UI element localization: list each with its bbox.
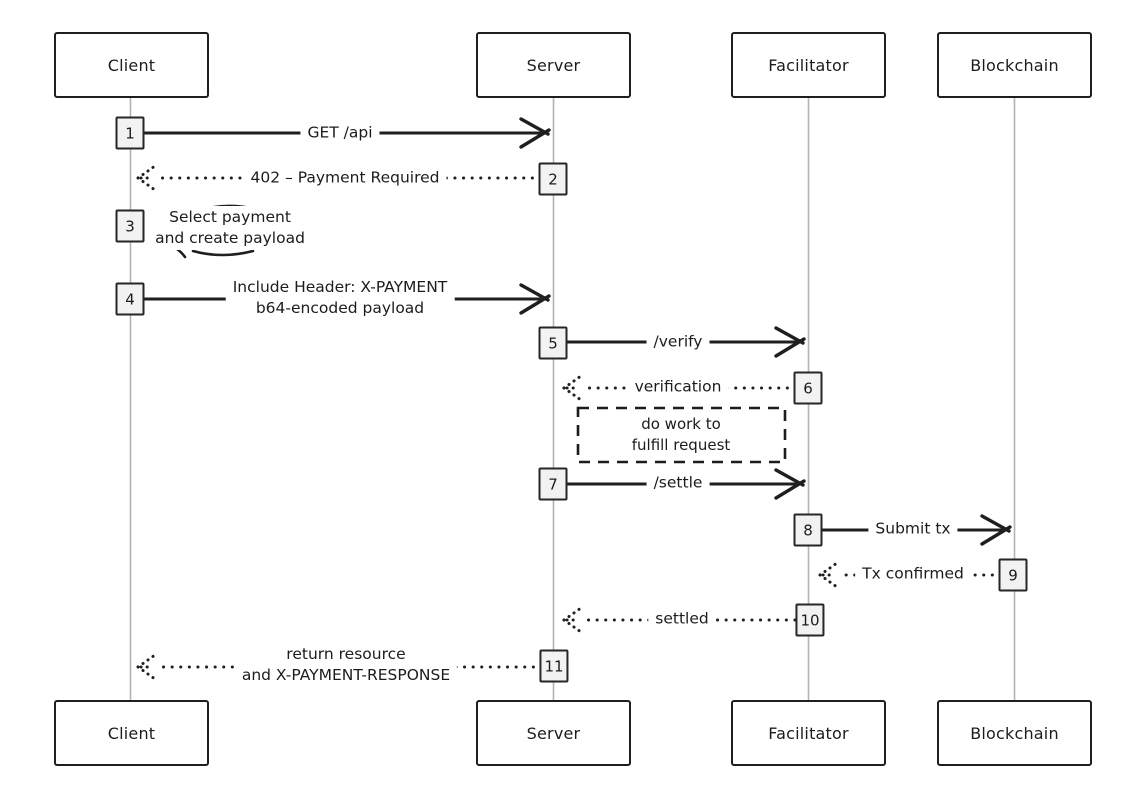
actor-label: Blockchain [970,723,1059,743]
arrowhead-402 [136,164,157,192]
message-label-settled: settled [648,607,716,631]
self-loop-bottom-arc [191,249,255,257]
seq-badge-4: 4 [115,282,145,316]
seq-badge-7: 7 [538,467,568,501]
message-label-verify: /verify [646,330,710,354]
actor-label: Client [107,723,156,743]
actor-label: Server [526,723,581,743]
message-label-tx-confirmed: Tx confirmed [855,562,971,586]
arrowhead-tx-confirmed [818,561,839,589]
arrowhead-settle [774,468,806,500]
seq-badge-9: 9 [998,558,1028,592]
message-label-settle: /settle [646,471,710,495]
arrowhead-verification [562,374,583,402]
message-label-verification: verification [627,375,729,399]
seq-badge-11: 11 [539,649,569,683]
seq-badge-3: 3 [115,209,145,243]
actor-box-server-top: Server [476,32,631,98]
dotted-arrows [136,164,1003,681]
arrowhead-get-api [519,117,551,149]
seq-badge-5: 5 [538,326,568,360]
note-box-border [576,406,787,464]
seq-badge-6: 6 [793,371,823,405]
arrowhead-verify [774,326,806,358]
message-label-submit-tx: Submit tx [868,517,958,541]
actor-label: Blockchain [970,55,1059,75]
arrowhead-x-payment [519,283,551,315]
actor-label: Facilitator [768,723,849,743]
actor-box-blockchain-top: Blockchain [937,32,1092,98]
actor-box-client-bottom: Client [54,700,209,766]
actor-label: Facilitator [768,55,849,75]
seq-badge-10: 10 [795,603,825,637]
arrowhead-return-resource [136,653,157,681]
message-label-return-resource: return resource and X-PAYMENT-RESPONSE [234,643,458,687]
actor-box-facilitator-bottom: Facilitator [731,700,886,766]
actor-label: Server [526,55,581,75]
actor-box-facilitator-top: Facilitator [731,32,886,98]
actor-box-blockchain-bottom: Blockchain [937,700,1092,766]
actor-box-server-bottom: Server [476,700,631,766]
note-do-work: do work to fulfill request [631,415,731,454]
arrowhead-submit-tx [980,514,1012,546]
message-label-get-api: GET /api [300,121,380,145]
seq-badge-1: 1 [115,116,145,150]
message-label-402: 402 – Payment Required [243,166,447,190]
seq-badge-2: 2 [538,162,568,196]
actor-box-client-top: Client [54,32,209,98]
message-label-select-payment: Select payment and create payload [148,206,312,250]
actor-label: Client [107,55,156,75]
message-label-x-payment: Include Header: X-PAYMENT b64-encoded pa… [225,276,455,320]
arrowhead-settled [562,606,583,634]
seq-badge-8: 8 [793,513,823,547]
